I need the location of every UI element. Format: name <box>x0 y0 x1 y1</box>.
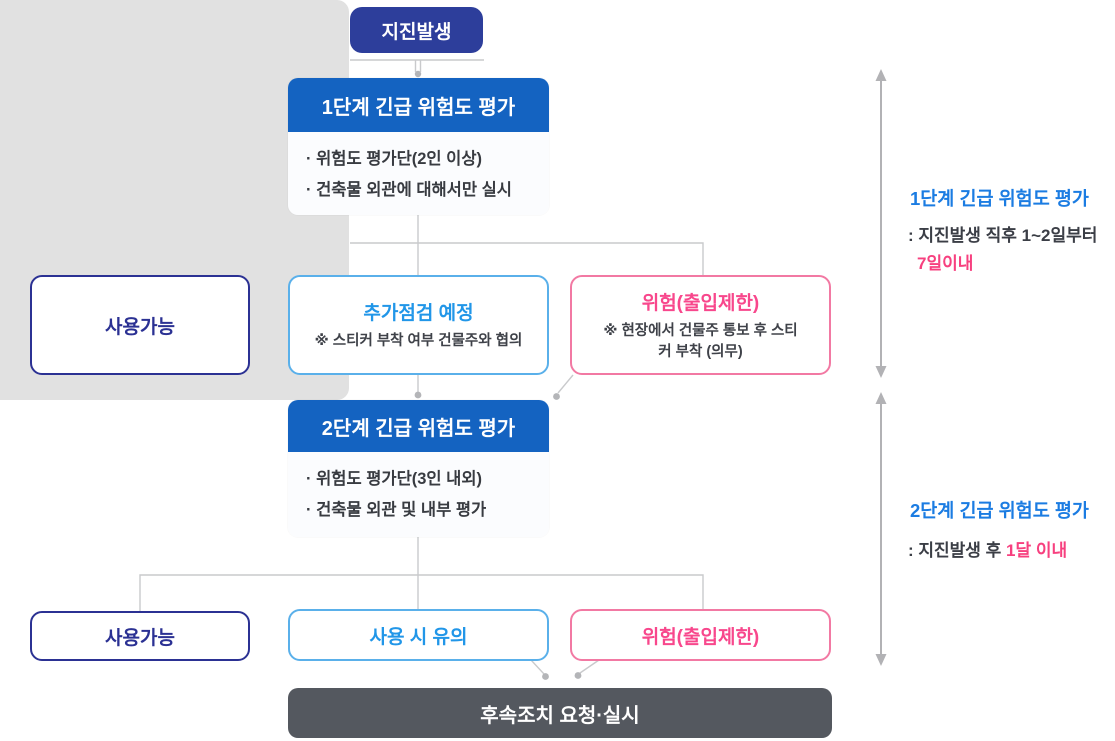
caution-to-followup <box>530 659 545 675</box>
timeline-stage2-desc-prefix: : 지진발생 후 <box>908 541 1007 560</box>
stage1-bullet-2: · 건축물 외관에 대해서만 실시 <box>306 181 512 199</box>
followup-box: 후속조치 요청·실시 <box>288 688 832 738</box>
timeline-stage2-desc: : 지진발생 후 1달 이내 <box>908 536 1067 561</box>
stage1-branch <box>350 242 704 275</box>
outcome-danger-stage1: 위험(출입제한) ※ 현장에서 건물주 통보 후 스티커 부착 (의무) <box>570 275 831 375</box>
outcome-danger-stage2-label: 위험(출입제한) <box>641 626 760 648</box>
stage1-box: 1단계 긴급 위험도 평가 · 위험도 평가단(2인 이상) · 건축물 외관에… <box>288 78 549 215</box>
timeline-stage1-desc: : 지진발생 직후 1~2일부터 <box>908 226 1098 245</box>
timeline-stage1-title: 1단계 긴급 위험도 평가 <box>910 188 1089 209</box>
earthquake-start-box: 지진발생 <box>350 7 483 53</box>
stage2-box: 2단계 긴급 위험도 평가 · 위험도 평가단(3인 내외) · 건축물 외관 … <box>288 400 549 537</box>
outcome-usable-stage1-label: 사용가능 <box>105 316 175 338</box>
timeline-stage2-title: 2단계 긴급 위험도 평가 <box>910 500 1089 521</box>
outcome-caution-box: 사용 시 유의 <box>288 609 549 661</box>
stage2-title: 2단계 긴급 위험도 평가 <box>321 417 516 440</box>
danger2-to-followup <box>579 659 600 674</box>
stage2-header: 2단계 긴급 위험도 평가 <box>288 400 549 452</box>
earthquake-start-label: 지진발생 <box>381 21 452 43</box>
stage1-title: 1단계 긴급 위험도 평가 <box>321 96 516 119</box>
stage1-bullet-1: · 위험도 평가단(2인 이상) <box>306 150 483 168</box>
outcome-danger-stage2: 위험(출입제한) <box>570 609 831 661</box>
stage1-body: · 위험도 평가단(2인 이상) · 건축물 외관에 대해서만 실시 <box>288 132 549 215</box>
timeline-stage2-highlight: 1달 이내 <box>1006 541 1068 560</box>
outcome-caution-label: 사용 시 유의 <box>369 626 468 648</box>
connector-dots <box>414 70 582 680</box>
followup-label: 후속조치 요청·실시 <box>480 704 640 727</box>
stage2-bullet-2: · 건축물 외관 및 내부 평가 <box>306 501 487 519</box>
outcome-recheck-note: ※ 스티커 부착 여부 건물주와 협의 <box>314 333 523 349</box>
outcome-usable-stage1: 사용가능 <box>30 275 250 375</box>
timeline-arrows <box>875 69 887 666</box>
outcome-recheck-box: 추가점검 예정 ※ 스티커 부착 여부 건물주와 협의 <box>288 275 549 375</box>
stage2-body: · 위험도 평가단(3인 내외) · 건축물 외관 및 내부 평가 <box>288 452 549 537</box>
outcome-usable-stage2-label: 사용가능 <box>105 627 175 649</box>
danger1-to-stage2 <box>557 374 574 394</box>
outcome-recheck-title: 추가점검 예정 <box>363 303 474 324</box>
outcome-danger-stage1-title: 위험(출입제한) <box>641 292 760 314</box>
stage2-branch <box>139 574 704 611</box>
start-double-drop <box>414 60 422 72</box>
outcome-usable-stage2: 사용가능 <box>30 611 250 661</box>
stage1-header: 1단계 긴급 위험도 평가 <box>288 78 549 132</box>
timeline-stage1-highlight: 7일이내 <box>917 254 974 273</box>
outcome-danger-stage1-note: ※ 현장에서 건물주 통보 후 스티커 부착 (의무) <box>603 322 798 360</box>
flow-connectors <box>139 59 704 675</box>
stage2-bullet-1: · 위험도 평가단(3인 내외) <box>306 470 483 488</box>
